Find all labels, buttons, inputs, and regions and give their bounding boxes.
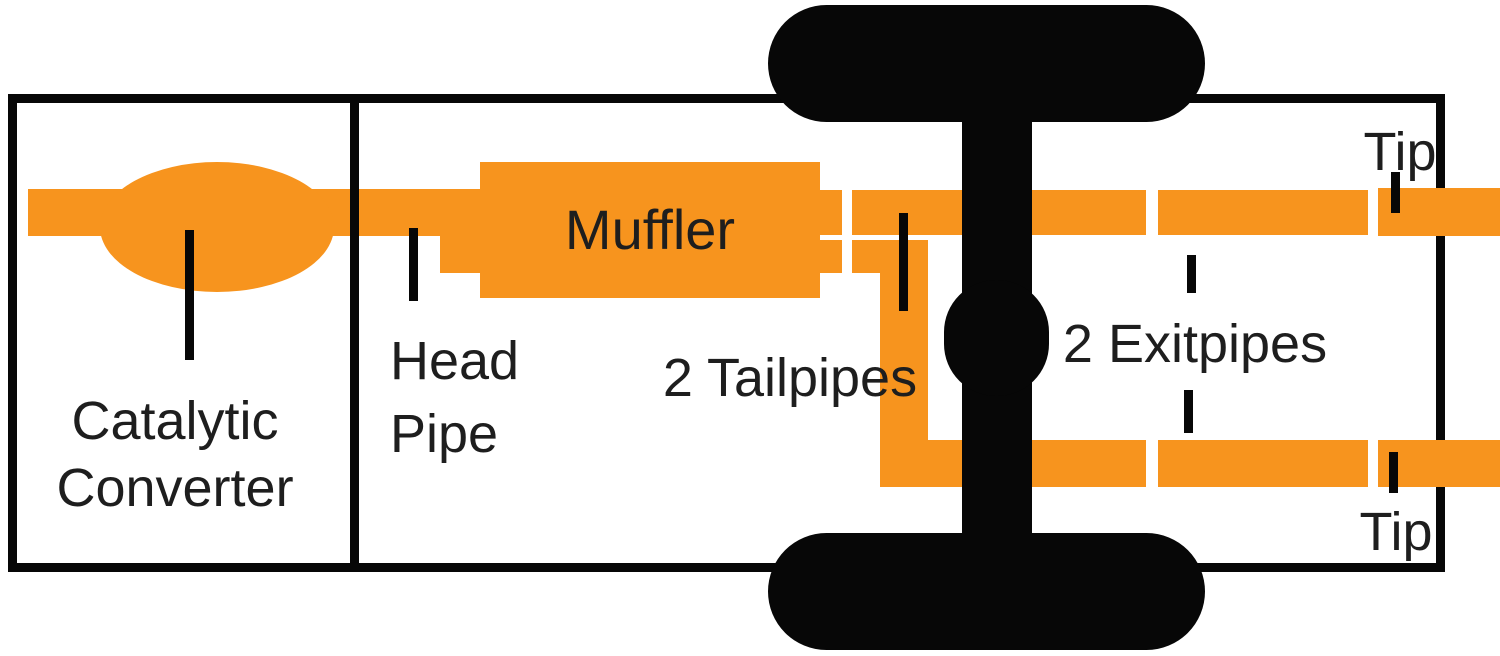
top-exitpipe-segment (1158, 190, 1368, 235)
differential-shape (944, 280, 1049, 396)
head-pipe-label-line1: Head (390, 331, 520, 391)
tip-bottom-label: Tip (1348, 498, 1444, 566)
frame-left-line (8, 94, 17, 572)
tip-top-label: Tip (1352, 118, 1448, 186)
exitpipes-label-text: 2 Exitpipes (1062, 314, 1328, 374)
tip-bottom-label-text: Tip (1359, 502, 1433, 562)
tip-top-pointer-line (1391, 172, 1400, 213)
head-pipe-pointer-line (409, 228, 418, 301)
catalytic-converter-label-line1: Catalytic (71, 391, 279, 451)
muffler-top-outlet-shape (820, 190, 842, 235)
pipe-offset-joint-shape (440, 236, 482, 273)
frame-top-line (8, 94, 1445, 103)
muffler-label: Muffler (480, 162, 820, 298)
catalytic-converter-pointer-line (185, 230, 194, 360)
tailpipes-label-text: 2 Tailpipes (662, 348, 918, 408)
muffler-label-text: Muffler (564, 198, 736, 261)
frame-bottom-line (8, 563, 1445, 572)
muffler-shape (480, 162, 820, 298)
head-pipe-label-line2: Pipe (390, 404, 499, 464)
tailpipes-label: 2 Tailpipes (630, 344, 950, 412)
head-pipe-label: Head Pipe (390, 325, 519, 471)
exitpipes-top-pointer-line (1187, 255, 1196, 293)
catalytic-converter-shape (100, 162, 334, 292)
bottom-tip-shape (1378, 440, 1500, 487)
exitpipes-bottom-pointer-line (1184, 390, 1193, 433)
tailpipes-pointer-line (899, 213, 908, 311)
exitpipes-label: 2 Exitpipes (1030, 310, 1360, 378)
catalytic-converter-label-line2: Converter (56, 458, 294, 518)
tip-bottom-pointer-line (1389, 452, 1398, 493)
muffler-bottom-outlet-shape (820, 240, 842, 273)
frame-divider-line (350, 94, 359, 572)
tip-top-label-text: Tip (1363, 122, 1437, 182)
frame-right-line (1436, 94, 1445, 572)
catalytic-converter-label: Catalytic Converter (15, 388, 335, 522)
bottom-exitpipe-segment (1158, 440, 1368, 487)
